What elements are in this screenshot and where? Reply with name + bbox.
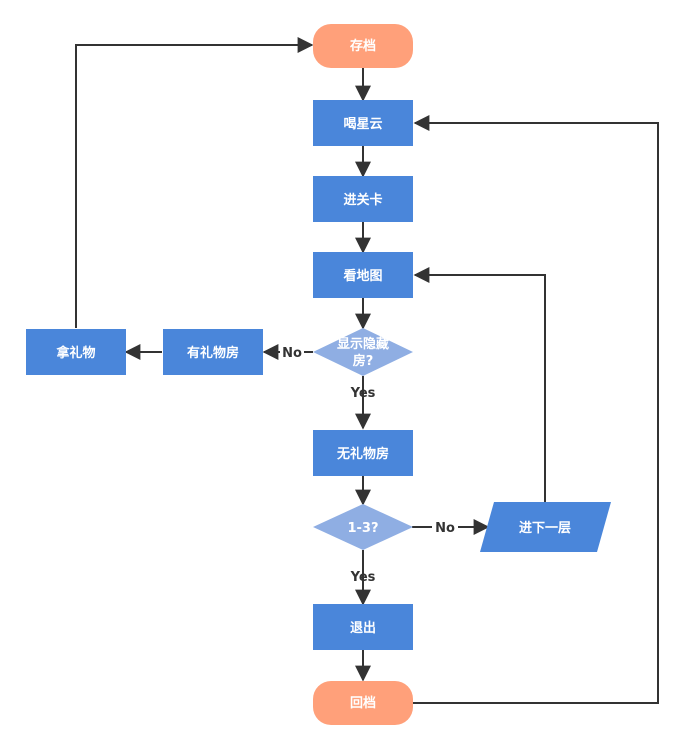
terminal-shape xyxy=(313,681,413,725)
node-label: 存档 xyxy=(350,38,376,54)
edge-label-hidden-yes: Yes xyxy=(350,386,376,401)
node-label-line2: 房? xyxy=(353,353,374,369)
node-take-gift: 拿礼物 xyxy=(26,329,126,375)
edge-label-level-no: No xyxy=(435,521,455,536)
node-exit: 退出 xyxy=(313,604,413,650)
node-label: 喝星云 xyxy=(343,117,382,132)
edge-load-to-drink xyxy=(412,115,659,704)
terminal-shape xyxy=(313,24,413,68)
node-view-map: 看地图 xyxy=(313,252,413,298)
process-shape xyxy=(313,100,413,146)
node-label: 进下一层 xyxy=(519,521,571,536)
process-shape xyxy=(313,430,413,476)
node-label: 1-3? xyxy=(347,521,378,536)
node-label: 无礼物房 xyxy=(336,446,389,462)
process-shape xyxy=(26,329,126,375)
node-label-line1: 显示隐藏 xyxy=(337,336,389,352)
node-label: 退出 xyxy=(350,620,376,636)
process-shape xyxy=(313,604,413,650)
process-shape xyxy=(313,176,413,222)
process-shape xyxy=(313,252,413,298)
node-label: 进关卡 xyxy=(343,192,382,208)
process-shape xyxy=(163,329,263,375)
node-load-save: 回档 xyxy=(313,681,413,725)
node-label: 拿礼物 xyxy=(55,345,95,361)
node-has-gift-room: 有礼物房 xyxy=(163,329,263,375)
node-label: 看地图 xyxy=(343,268,382,284)
edge-take-gift-to-save xyxy=(75,37,314,328)
edge-next-floor-to-map xyxy=(413,267,546,502)
node-save: 存档 xyxy=(313,24,413,68)
decision-shape xyxy=(313,504,413,550)
node-drink-star: 喝星云 xyxy=(313,100,413,146)
node-one-to-three-decision: 1-3? xyxy=(313,504,413,550)
node-hidden-room-decision: 显示隐藏 房? xyxy=(313,328,413,376)
edge-label-level-yes: Yes xyxy=(350,570,376,585)
node-label: 回档 xyxy=(350,695,376,711)
node-next-floor: 进下一层 xyxy=(480,502,611,552)
edge-label-hidden-no: No xyxy=(282,346,302,361)
data-shape xyxy=(480,502,611,552)
node-no-gift-room: 无礼物房 xyxy=(313,430,413,476)
node-label: 有礼物房 xyxy=(187,345,239,361)
node-enter-level: 进关卡 xyxy=(313,176,413,222)
decision-shape xyxy=(313,328,413,376)
connectors xyxy=(75,37,659,704)
